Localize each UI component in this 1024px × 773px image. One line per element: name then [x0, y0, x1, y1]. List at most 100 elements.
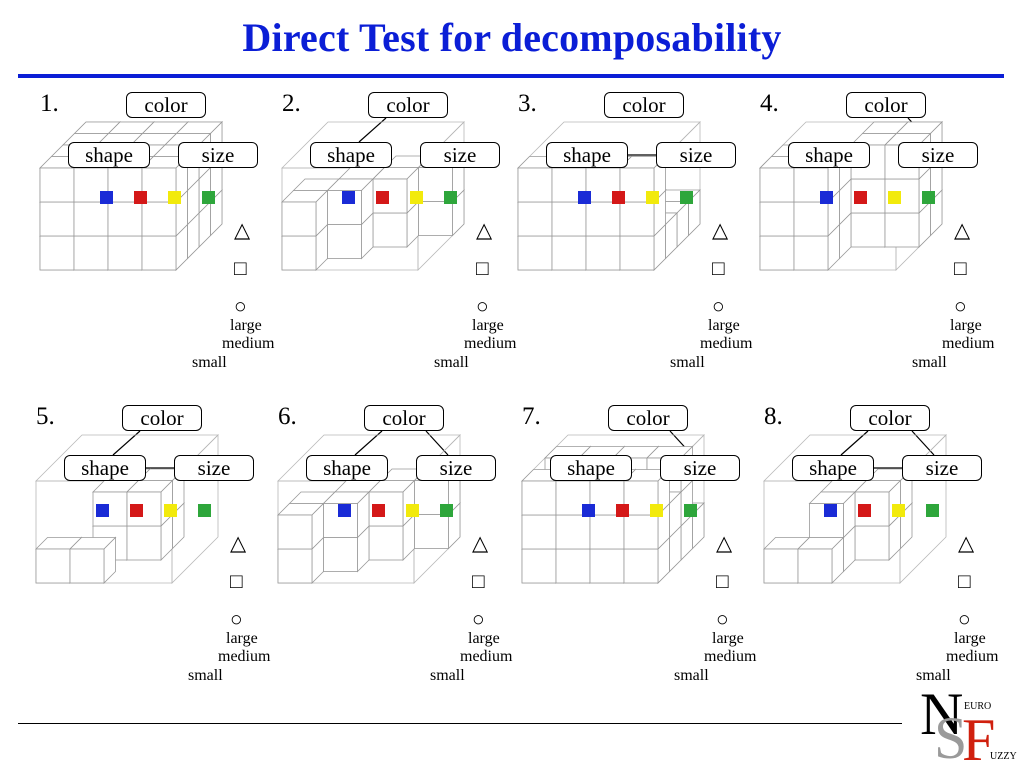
panel-graphics — [759, 117, 943, 271]
triangle-icon: △ — [958, 531, 975, 555]
color-value-3 — [168, 191, 181, 204]
color-value-1 — [824, 504, 837, 517]
square-icon: □ — [958, 569, 971, 593]
node-shape: shape — [550, 455, 632, 481]
node-size: size — [902, 455, 982, 481]
color-value-3 — [650, 504, 663, 517]
panel-graphics — [763, 430, 947, 584]
panel-number: 6. — [278, 403, 297, 430]
triangle-icon: △ — [230, 531, 247, 555]
node-size: size — [420, 142, 500, 168]
size-label-small: small — [674, 667, 709, 684]
panel-graphics — [277, 430, 461, 584]
color-value-4 — [680, 191, 693, 204]
square-icon: □ — [954, 256, 967, 280]
size-label-large: large — [950, 317, 982, 334]
color-value-3 — [164, 504, 177, 517]
cube-cell — [797, 536, 845, 584]
color-value-4 — [922, 191, 935, 204]
logo-word-euro: EURO — [964, 701, 992, 712]
size-label-large: large — [472, 317, 504, 334]
panel-number: 7. — [522, 403, 541, 430]
panel-number: 1. — [40, 90, 59, 117]
circle-icon: ○ — [954, 294, 967, 318]
panel-graphics — [281, 117, 465, 271]
node-size: size — [656, 142, 736, 168]
size-label-medium: medium — [700, 335, 753, 352]
node-color: color — [850, 405, 930, 431]
color-value-2 — [616, 504, 629, 517]
color-value-1 — [96, 504, 109, 517]
node-color: color — [364, 405, 444, 431]
color-value-4 — [926, 504, 939, 517]
color-value-4 — [202, 191, 215, 204]
size-label-small: small — [912, 354, 947, 371]
triangle-icon: △ — [954, 218, 971, 242]
node-size: size — [416, 455, 496, 481]
size-label-small: small — [192, 354, 227, 371]
node-color: color — [122, 405, 202, 431]
node-size: size — [660, 455, 740, 481]
square-icon: □ — [476, 256, 489, 280]
page-title: Direct Test for decomposability — [242, 15, 782, 60]
square-icon: □ — [230, 569, 243, 593]
cube-block — [763, 434, 947, 584]
size-label-small: small — [670, 354, 705, 371]
cube-cell — [69, 536, 117, 584]
size-label-large: large — [230, 317, 262, 334]
title-underline — [18, 74, 1004, 78]
panel-graphics — [517, 121, 701, 271]
logo-word-uzzy: UZZY — [990, 751, 1017, 762]
size-label-medium: medium — [464, 335, 517, 352]
size-label-small: small — [188, 667, 223, 684]
color-value-2 — [854, 191, 867, 204]
size-label-large: large — [226, 630, 258, 647]
square-icon: □ — [234, 256, 247, 280]
logo-letter-s: S — [934, 705, 968, 771]
color-value-1 — [342, 191, 355, 204]
logo-letter-f: F — [962, 707, 996, 773]
logo-letter-n: N — [920, 681, 964, 747]
circle-icon: ○ — [712, 294, 725, 318]
size-label-medium: medium — [460, 648, 513, 665]
node-color: color — [368, 92, 448, 118]
color-value-3 — [892, 504, 905, 517]
cube-cell — [281, 189, 329, 237]
triangle-icon: △ — [712, 218, 729, 242]
size-label-large: large — [708, 317, 740, 334]
circle-icon: ○ — [230, 607, 243, 631]
node-color: color — [846, 92, 926, 118]
color-value-2 — [134, 191, 147, 204]
node-shape: shape — [310, 142, 392, 168]
panel-number: 3. — [518, 90, 537, 117]
size-label-small: small — [430, 667, 465, 684]
node-shape: shape — [64, 455, 146, 481]
cube-cell — [854, 479, 902, 527]
cube-cell — [126, 479, 174, 527]
panel-number: 8. — [764, 403, 783, 430]
color-value-4 — [198, 504, 211, 517]
size-label-large: large — [954, 630, 986, 647]
color-value-1 — [820, 191, 833, 204]
circle-icon: ○ — [234, 294, 247, 318]
panel-graphics — [521, 430, 705, 584]
cube-cell — [277, 502, 325, 550]
color-value-1 — [578, 191, 591, 204]
footer-rule — [18, 723, 902, 724]
color-value-3 — [410, 191, 423, 204]
node-shape: shape — [792, 455, 874, 481]
triangle-icon: △ — [716, 531, 733, 555]
size-label-medium: medium — [218, 648, 271, 665]
square-icon: □ — [472, 569, 485, 593]
color-value-1 — [338, 504, 351, 517]
panel-graphics — [39, 121, 223, 271]
panel-graphics — [35, 430, 219, 584]
color-value-4 — [444, 191, 457, 204]
triangle-icon: △ — [234, 218, 251, 242]
node-color: color — [604, 92, 684, 118]
size-label-large: large — [712, 630, 744, 647]
